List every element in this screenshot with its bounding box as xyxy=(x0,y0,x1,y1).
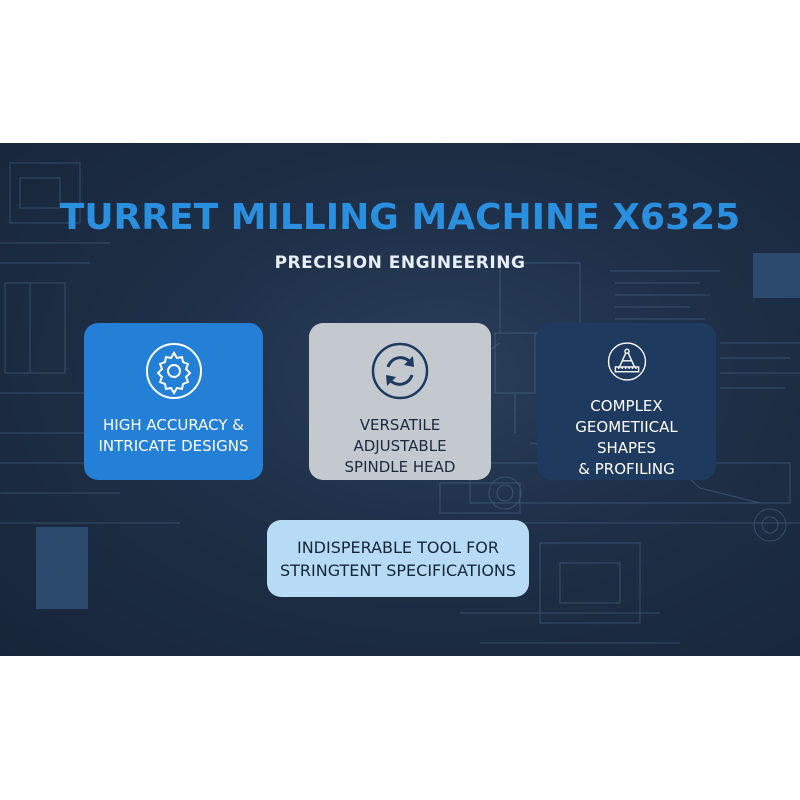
feature-card-geometry: COMPLEX GEOMETIICAL SHAPES & PROFILING xyxy=(537,323,716,480)
callout-label: INDISPERABLE TOOL FOR STRINGTENT SPECIFI… xyxy=(279,537,517,580)
rotate-arrows-icon xyxy=(371,342,429,400)
compass-ruler-icon xyxy=(607,342,646,381)
page-subtitle: PRECISION ENGINEERING xyxy=(274,253,526,273)
hero-banner: TURRET MILLING MACHINE X6325 PRECISION E… xyxy=(0,143,800,656)
callout-card: INDISPERABLE TOOL FOR STRINGTENT SPECIFI… xyxy=(267,520,529,597)
feature-label-spindle: VERSATILE ADJUSTABLE SPINDLE HEAD xyxy=(344,416,456,476)
page-title: TURRET MILLING MACHINE X6325 xyxy=(59,197,741,238)
feature-card-spindle: VERSATILE ADJUSTABLE SPINDLE HEAD xyxy=(309,323,491,480)
decorative-square-right xyxy=(753,253,800,298)
decorative-square-left xyxy=(36,527,88,609)
feature-card-accuracy: HIGH ACCURACY & INTRICATE DESIGNS xyxy=(84,323,263,480)
feature-label-geometry: COMPLEX GEOMETIICAL SHAPES & PROFILING xyxy=(575,397,678,478)
gear-icon xyxy=(145,343,202,399)
feature-label-accuracy: HIGH ACCURACY & INTRICATE DESIGNS xyxy=(98,416,249,455)
